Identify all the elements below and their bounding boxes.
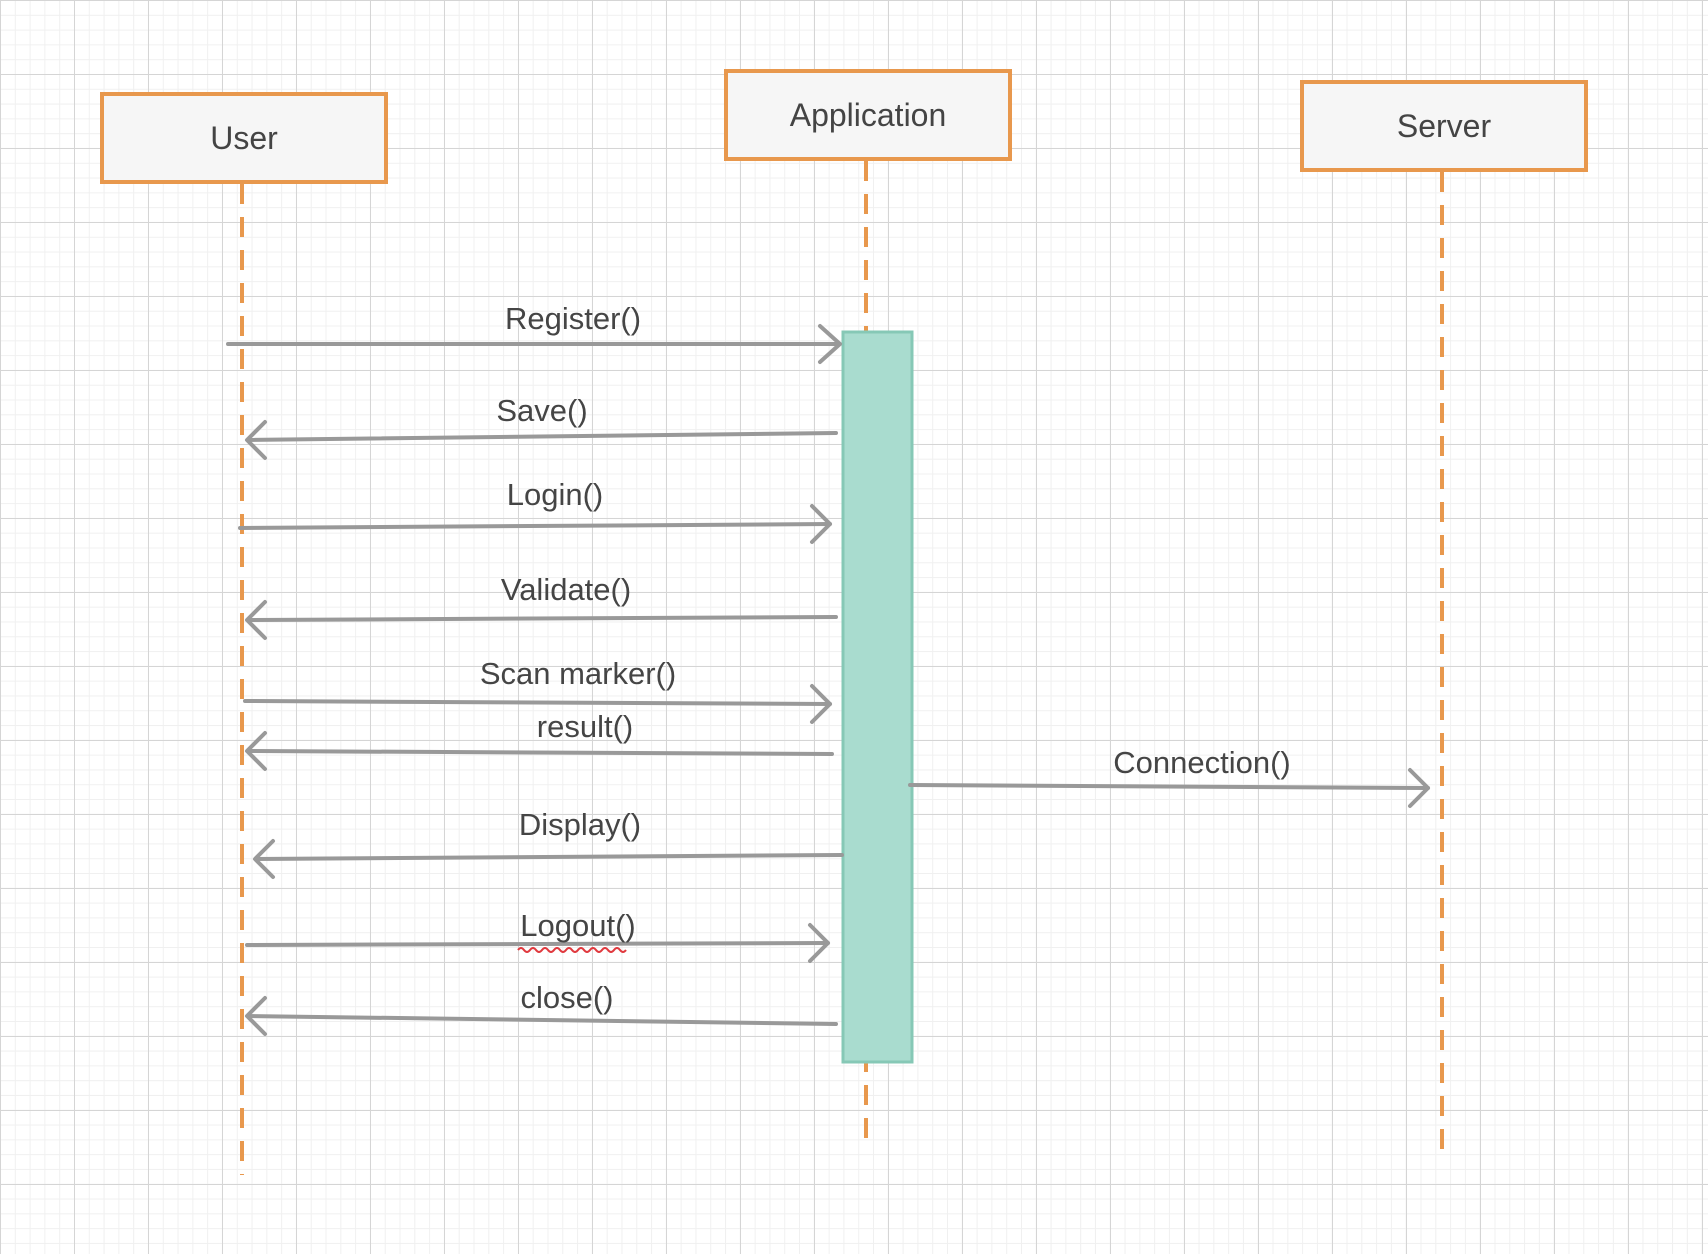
message-logout-line [245,941,830,947]
message-validate-label: Validate() [501,572,631,607]
lifeline-user-label: User [210,119,278,156]
message-connection-line [908,783,1430,790]
spellcheck-underline [517,947,627,953]
message-close-label: close() [520,980,613,1015]
message-login-arrowhead [810,504,832,544]
lifeline-application-label: Application [789,96,947,133]
message-display-line [254,853,844,861]
message-register-label: Register() [505,301,641,336]
message-save-arrowhead [245,420,267,460]
message-scan-label: Scan marker() [480,656,676,691]
message-validate-arrowhead [245,600,267,640]
activation-bar[interactable] [841,330,914,1064]
message-connection-label: Connection() [1113,745,1290,780]
message-login-line [238,522,832,530]
message-scan-line [243,699,832,706]
message-close-arrowhead [245,996,267,1036]
message-scan-arrowhead [810,684,832,724]
message-display-label: Display() [519,807,641,842]
message-result-line [246,749,834,756]
message-result-label: result() [537,709,633,744]
message-display-arrowhead [253,839,275,879]
message-save-label: Save() [496,393,587,428]
lifeline-application-box[interactable]: Application [724,69,1012,161]
message-result-arrowhead [245,731,267,771]
message-logout-arrowhead [808,923,830,963]
message-connection-arrowhead [1408,768,1430,808]
lifeline-user-box[interactable]: User [100,92,388,184]
message-validate-line [246,615,838,622]
message-close-line [246,1014,838,1026]
lifeline-server-box[interactable]: Server [1300,80,1588,172]
message-save-line [246,431,838,442]
message-logout-label: Logout() [520,908,635,943]
message-login-label: Login() [507,477,604,512]
message-register-arrowhead [818,324,842,364]
lifeline-server-label: Server [1396,107,1492,144]
